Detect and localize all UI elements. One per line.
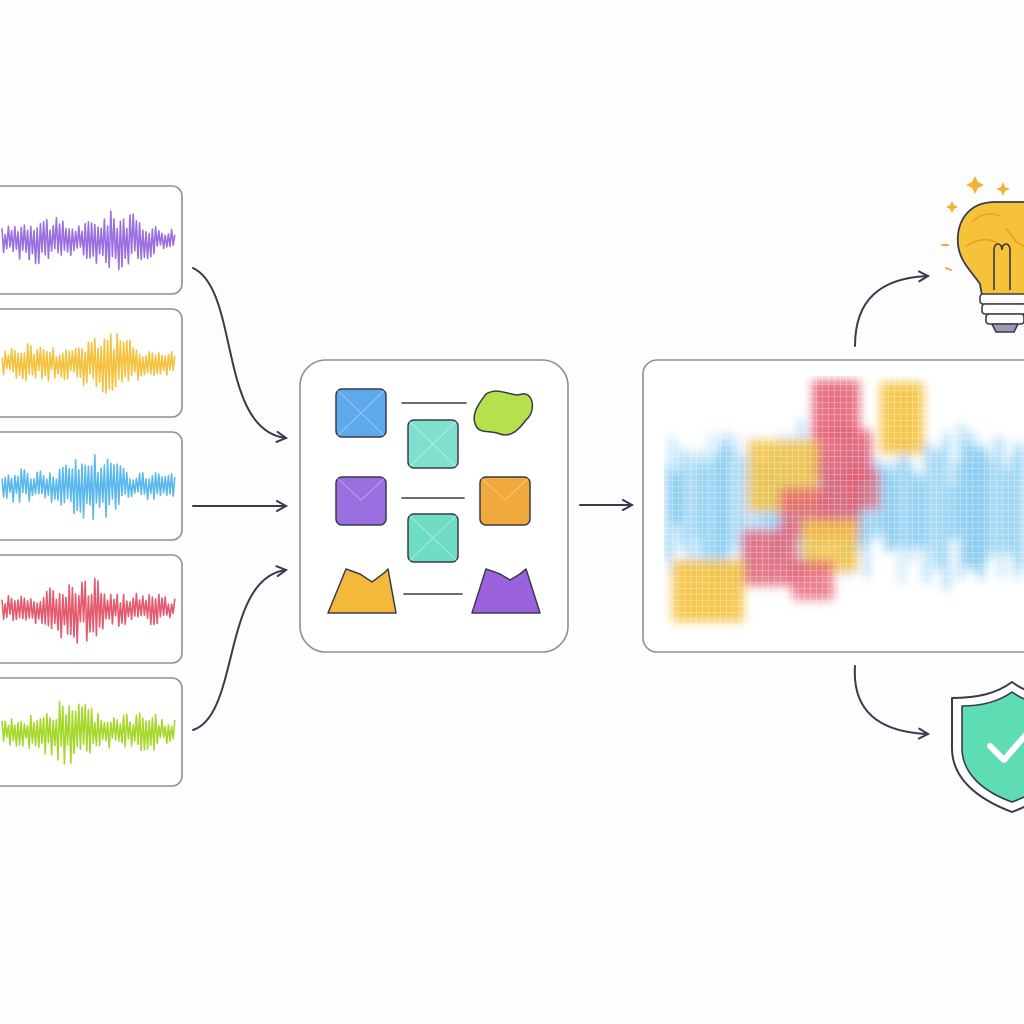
token-blue-square [335, 388, 387, 438]
token-purple-square [335, 476, 387, 526]
arrow-curve-top [192, 267, 286, 438]
waveform-yellow [1, 332, 176, 394]
shield-check-icon [951, 681, 1024, 813]
waveform-green [1, 700, 176, 765]
waveform-red [1, 577, 176, 644]
arrow-to-security [853, 665, 928, 734]
token-yellow-trapezoid [327, 568, 397, 614]
check-icon [987, 732, 1024, 763]
token-teal-square-2 [407, 513, 459, 563]
waveform-blue [1, 454, 176, 520]
token-purple-trapezoid [471, 568, 541, 614]
waveform-purple [1, 210, 176, 271]
spectrogram-panel [642, 359, 1024, 653]
token-orange-square [479, 476, 531, 526]
waveform-stack [0, 185, 183, 787]
arrow-curve-bottom [192, 570, 286, 731]
lightbulb-icon [941, 176, 1024, 333]
token-green-blob [473, 390, 534, 436]
token-panel [299, 359, 569, 653]
arrow-to-insight [854, 276, 928, 347]
spectrogram-heatmap [664, 376, 1024, 632]
input-arrows [192, 267, 286, 731]
token-teal-square [407, 419, 459, 469]
